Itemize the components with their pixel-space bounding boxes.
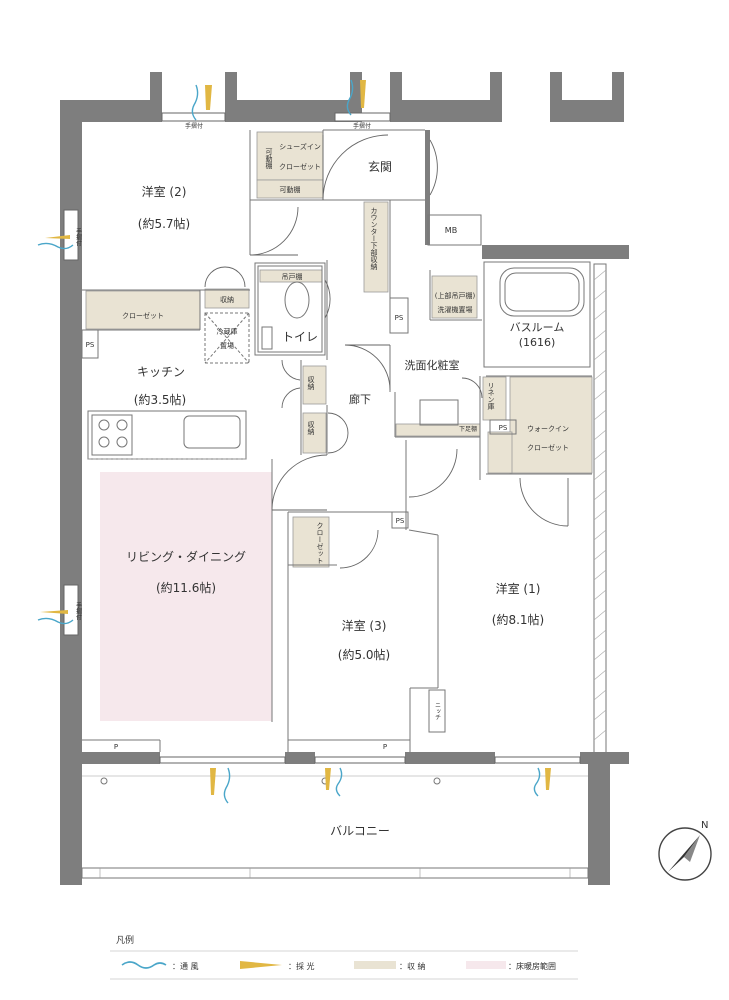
storage-hall2 (302, 412, 327, 454)
label-movable-shelf-h: 可動棚 (280, 185, 301, 194)
label-wash-storage-1: (上部吊戸棚) (435, 291, 476, 300)
label-shoes-in-1: シューズイン (279, 142, 321, 151)
room-toilet: トイレ (282, 330, 318, 344)
floor-heating-legend-icon (466, 961, 506, 969)
room-western2-name: 洋室 (2) (142, 184, 187, 199)
room-washroom: 洗面化粧室 (405, 358, 460, 372)
label-storage-hall1: 収納 (307, 376, 315, 391)
lighting-marks (40, 80, 551, 795)
room-western1-name: 洋室 (1) (496, 581, 541, 596)
svg-text:N: N (701, 820, 708, 831)
walk-in-closet-lower (487, 431, 513, 474)
storage-hall1 (302, 365, 327, 405)
room-living-name: リビング・ダイニング (126, 549, 246, 564)
label-fridge-1: 冷蔵庫 (217, 327, 238, 336)
legend: 凡例 ：通 風 ：採 光 ：収 納 ：床暖房範囲 (110, 934, 578, 980)
room-kitchen-size: (約3.5帖) (134, 392, 186, 407)
label-p-1: P (114, 743, 118, 751)
label-movable-shelf-v: 可動棚 (265, 148, 273, 170)
room-kitchen-name: キッチン (137, 365, 185, 379)
room-western3-size: (約5.0帖) (338, 647, 390, 662)
walk-in-closet (509, 376, 593, 474)
legend-lighting: ：採 光 (288, 961, 315, 971)
label-walk-in-1: ウォークイン (527, 425, 569, 433)
label-walk-in-2: クローゼット (527, 443, 569, 452)
label-toilet-storage: 吊戸棚 (282, 272, 303, 281)
counter-storage (363, 201, 389, 293)
room-western1-size: (約8.1帖) (492, 612, 544, 627)
storage-legend-icon (354, 961, 396, 969)
label-linen: リネン庫 (487, 382, 495, 411)
room-living-size: (約11.6帖) (156, 580, 216, 595)
closet-western2 (85, 290, 201, 330)
label-fridge-2: 置場 (220, 341, 234, 350)
label-ps-2: PS (86, 341, 95, 349)
ventilation-marks (37, 79, 541, 804)
label-handrail-2: 手摺付 (353, 122, 371, 130)
label-p-2: P (383, 743, 387, 751)
storage-western2 (204, 288, 250, 309)
label-storage-w2: 収納 (220, 295, 234, 304)
room-western2-size: (約5.7帖) (138, 216, 190, 231)
wash-storage (431, 275, 478, 319)
room-hallway: 廊下 (349, 392, 371, 406)
floor-heating-area (100, 472, 272, 721)
label-closet-w2: クローゼット (122, 311, 164, 320)
legend-floor-heating: ：床暖房範囲 (508, 961, 556, 971)
lighting-legend-icon (240, 961, 282, 969)
closet-western3 (292, 516, 330, 568)
label-storage-hall2: 収納 (307, 421, 315, 436)
label-ps-4: PS (396, 517, 405, 525)
label-ps-1: PS (395, 314, 404, 322)
label-counter-storage: カウンター下部収納 (370, 207, 378, 271)
legend-title: 凡例 (116, 934, 134, 946)
label-niche: ニッチ (434, 702, 441, 720)
shoes-in-closet (256, 131, 324, 181)
legend-storage: ：収 納 (399, 961, 426, 971)
room-bathroom-size: (1616) (519, 336, 556, 349)
room-balcony: バルコニー (330, 824, 390, 838)
room-bathroom-name: バスルーム (510, 321, 565, 334)
label-wash-storage-2: 洗濯機置場 (438, 305, 473, 314)
room-western3-name: 洋室 (3) (342, 618, 387, 633)
label-mb: MB (445, 226, 457, 235)
label-handrail-1: 手摺付 (185, 122, 203, 130)
label-closet-w3: クローゼット (316, 522, 324, 564)
label-side-handrail-2: 手摺付 (75, 601, 82, 621)
label-side-handrail-1: 手摺付 (75, 227, 82, 247)
north-arrow-icon: N (658, 820, 712, 881)
legend-ventilation: ：通 風 (172, 961, 199, 971)
ventilation-legend-icon (121, 961, 167, 969)
label-shoes-in-2: クローゼット (279, 162, 321, 171)
room-entrance: 玄関 (368, 159, 392, 174)
label-ps-3: PS (499, 424, 508, 432)
label-towel: 下足棚 (459, 425, 477, 433)
